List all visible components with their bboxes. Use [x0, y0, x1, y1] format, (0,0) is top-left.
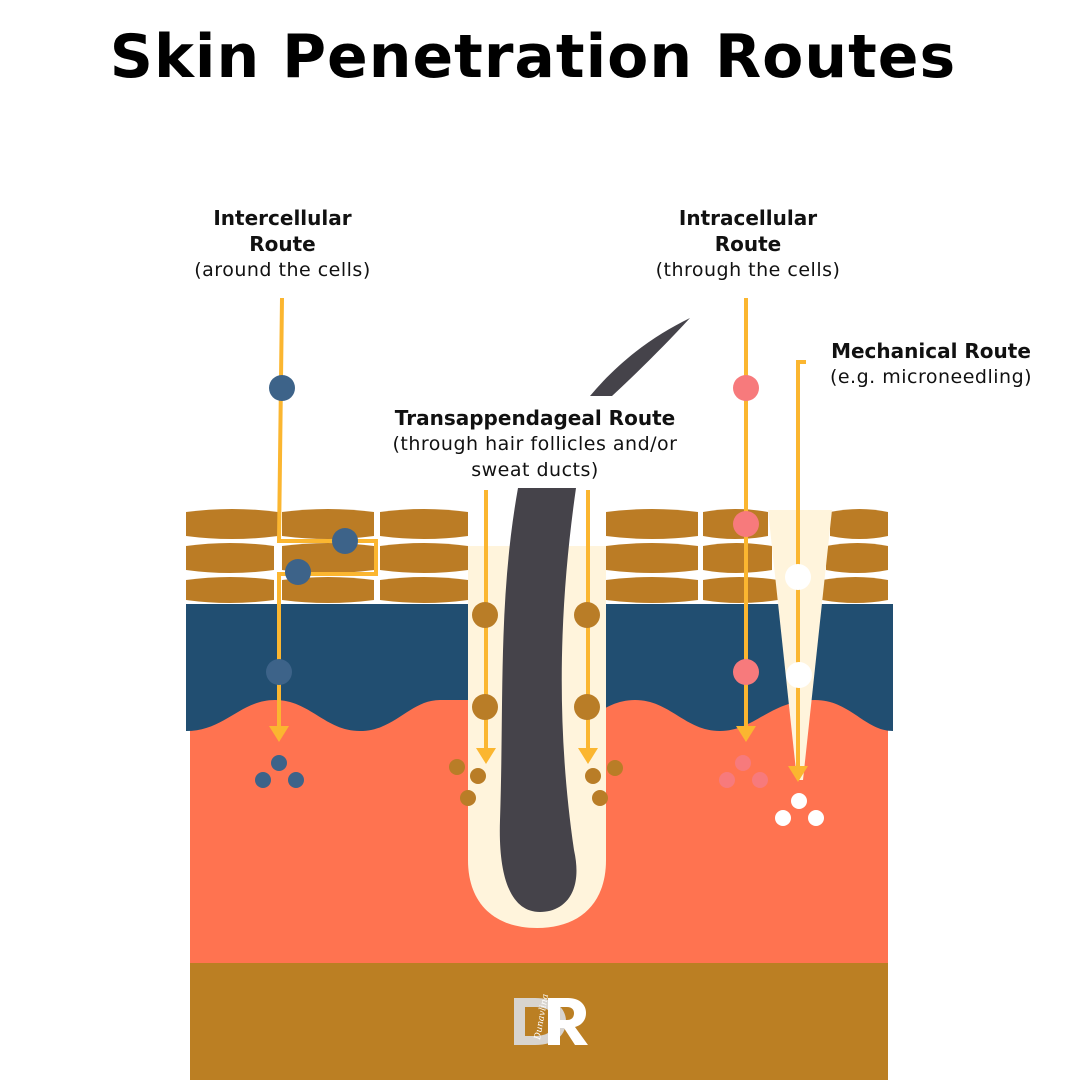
molecule-dot — [266, 659, 292, 685]
hypodermis-layer — [190, 963, 888, 1080]
intracellular-route-description: (through the cells) — [655, 259, 841, 281]
molecule-dot — [269, 375, 295, 401]
molecule-dot — [719, 772, 735, 788]
corneocyte — [703, 543, 772, 573]
corneocyte — [606, 543, 698, 573]
transappendageal-arrowhead-right — [578, 748, 598, 764]
hair-tip — [590, 318, 690, 396]
page-title: Skin Penetration Routes — [109, 22, 957, 92]
molecule-dot — [808, 810, 824, 826]
intercellular-molecules — [255, 375, 358, 788]
corneocyte — [282, 509, 374, 539]
molecule-dot — [460, 790, 476, 806]
mechanical-route-description: (e.g. microneedling) — [829, 366, 1033, 388]
molecule-dot — [735, 755, 751, 771]
molecule-dot — [733, 659, 759, 685]
molecule-dot — [449, 759, 465, 775]
molecule-dot — [271, 755, 287, 771]
molecule-dot — [285, 559, 311, 585]
intercellular-route-path — [276, 297, 378, 730]
molecule-dot — [775, 810, 791, 826]
molecule-dot — [607, 760, 623, 776]
mechanical-route-name: Mechanical Route — [831, 339, 1031, 363]
molecule-dot — [786, 662, 812, 688]
corneocyte — [282, 577, 374, 603]
corneocyte — [186, 543, 274, 573]
intercellular-route-name-1: Intercellular — [213, 206, 352, 230]
molecule-dot — [785, 564, 811, 590]
molecule-dot — [733, 375, 759, 401]
molecule-dot — [288, 772, 304, 788]
molecule-dot — [470, 768, 486, 784]
mechanical-arrowhead — [788, 766, 808, 782]
intracellular-arrowhead — [736, 726, 756, 742]
transappendageal-arrowhead-left — [476, 748, 496, 764]
brand-logo: DR Dunavlina — [514, 993, 588, 1045]
molecule-dot — [592, 790, 608, 806]
molecule-dot — [255, 772, 271, 788]
corneocyte — [606, 577, 698, 603]
molecule-dot — [332, 528, 358, 554]
molecule-dot — [574, 694, 600, 720]
mechanical-route-label: Mechanical Route (e.g. microneedling) — [806, 338, 1056, 390]
molecule-dot — [472, 602, 498, 628]
corneocyte — [830, 509, 888, 539]
intracellular-route-label: Intracellular Route (through the cells) — [628, 205, 868, 283]
corneocyte — [380, 543, 468, 573]
mechanical-route-path — [796, 360, 806, 770]
corneocyte — [186, 509, 278, 539]
corneocyte — [186, 577, 274, 603]
transappendageal-route-description-1: (through hair follicles and/or — [392, 433, 678, 455]
transappendageal-route-name: Transappendageal Route — [394, 406, 676, 430]
mechanical-molecules — [775, 564, 824, 826]
molecule-dot — [472, 694, 498, 720]
molecule-dot — [752, 772, 768, 788]
intercellular-arrowhead — [269, 726, 289, 742]
intracellular-molecules — [719, 375, 768, 788]
corneocyte — [606, 509, 698, 539]
corneocyte — [703, 577, 778, 603]
transappendageal-molecules — [449, 602, 623, 806]
intercellular-route-label: Intercellular Route (around the cells) — [160, 205, 405, 283]
corneocyte — [822, 577, 888, 603]
molecule-dot — [585, 768, 601, 784]
intercellular-route-description: (around the cells) — [194, 259, 371, 281]
molecule-dot — [574, 602, 600, 628]
corneocyte — [380, 577, 468, 603]
intracellular-route-name-1: Intracellular — [678, 206, 818, 230]
corneocyte — [826, 543, 888, 573]
intracellular-route-name-2: Route — [714, 232, 782, 256]
molecule-dot — [791, 793, 807, 809]
corneocyte — [380, 509, 468, 539]
transappendageal-route-label: Transappendageal Route (through hair fol… — [355, 405, 715, 483]
hair-shaft — [499, 488, 577, 912]
molecule-dot — [733, 511, 759, 537]
intercellular-route-name-2: Route — [249, 232, 316, 256]
logo-r-letter — [548, 998, 588, 1045]
transappendageal-route-description-2: sweat ducts) — [471, 459, 599, 481]
